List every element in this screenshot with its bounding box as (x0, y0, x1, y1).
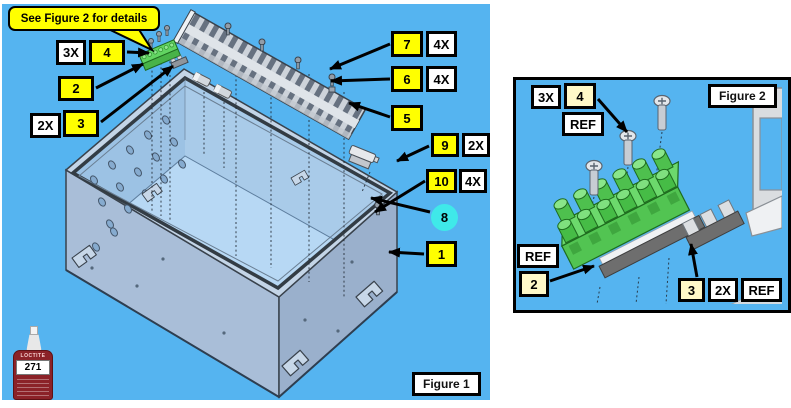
bottle-body (13, 350, 53, 400)
callout-4-qty: 3X (56, 40, 86, 65)
callout-9-qty: 2X (462, 133, 490, 157)
bottle-label: 271 (16, 360, 50, 375)
fig2-callout-2-ref: REF (517, 244, 559, 268)
callout-6-num: 6 (391, 66, 423, 92)
callout-10-num: 10 (426, 169, 457, 193)
callout-8-balloon: 8 (431, 204, 458, 231)
callout-3-qty: 2X (30, 113, 61, 138)
fig2-callout-4-qty: 3X (531, 85, 561, 109)
callout-9-num: 9 (431, 133, 459, 157)
fig2-callout-2-num: 2 (519, 271, 549, 297)
callout-7-num: 7 (391, 31, 423, 57)
bottle-brand: LOCTITE (20, 353, 46, 359)
callout-3-num: 3 (63, 110, 99, 137)
bottle-texture (17, 379, 49, 396)
fig2-callout-3-ref: REF (741, 278, 782, 302)
callout-4-num: 4 (89, 40, 125, 65)
fig2-callout-4-ref: REF (562, 112, 604, 136)
fig2-callout-4-num: 4 (564, 83, 596, 109)
callout-2-num: 2 (58, 76, 94, 101)
callout-1-num: 1 (426, 241, 457, 267)
callout-7-qty: 4X (426, 31, 457, 57)
callout-5-num: 5 (391, 105, 423, 131)
fig2-callout-3-qty: 2X (708, 278, 738, 302)
note-bubble: See Figure 2 for details (8, 6, 160, 31)
fig2-callout-3-num: 3 (678, 278, 705, 302)
loctite-bottle: LOCTITE 271 (11, 326, 55, 400)
callout-6-qty: 4X (426, 66, 457, 92)
callout-10-qty: 4X (459, 169, 487, 193)
figure1-caption: Figure 1 (412, 372, 481, 397)
figure2-caption: Figure 2 (708, 84, 777, 109)
